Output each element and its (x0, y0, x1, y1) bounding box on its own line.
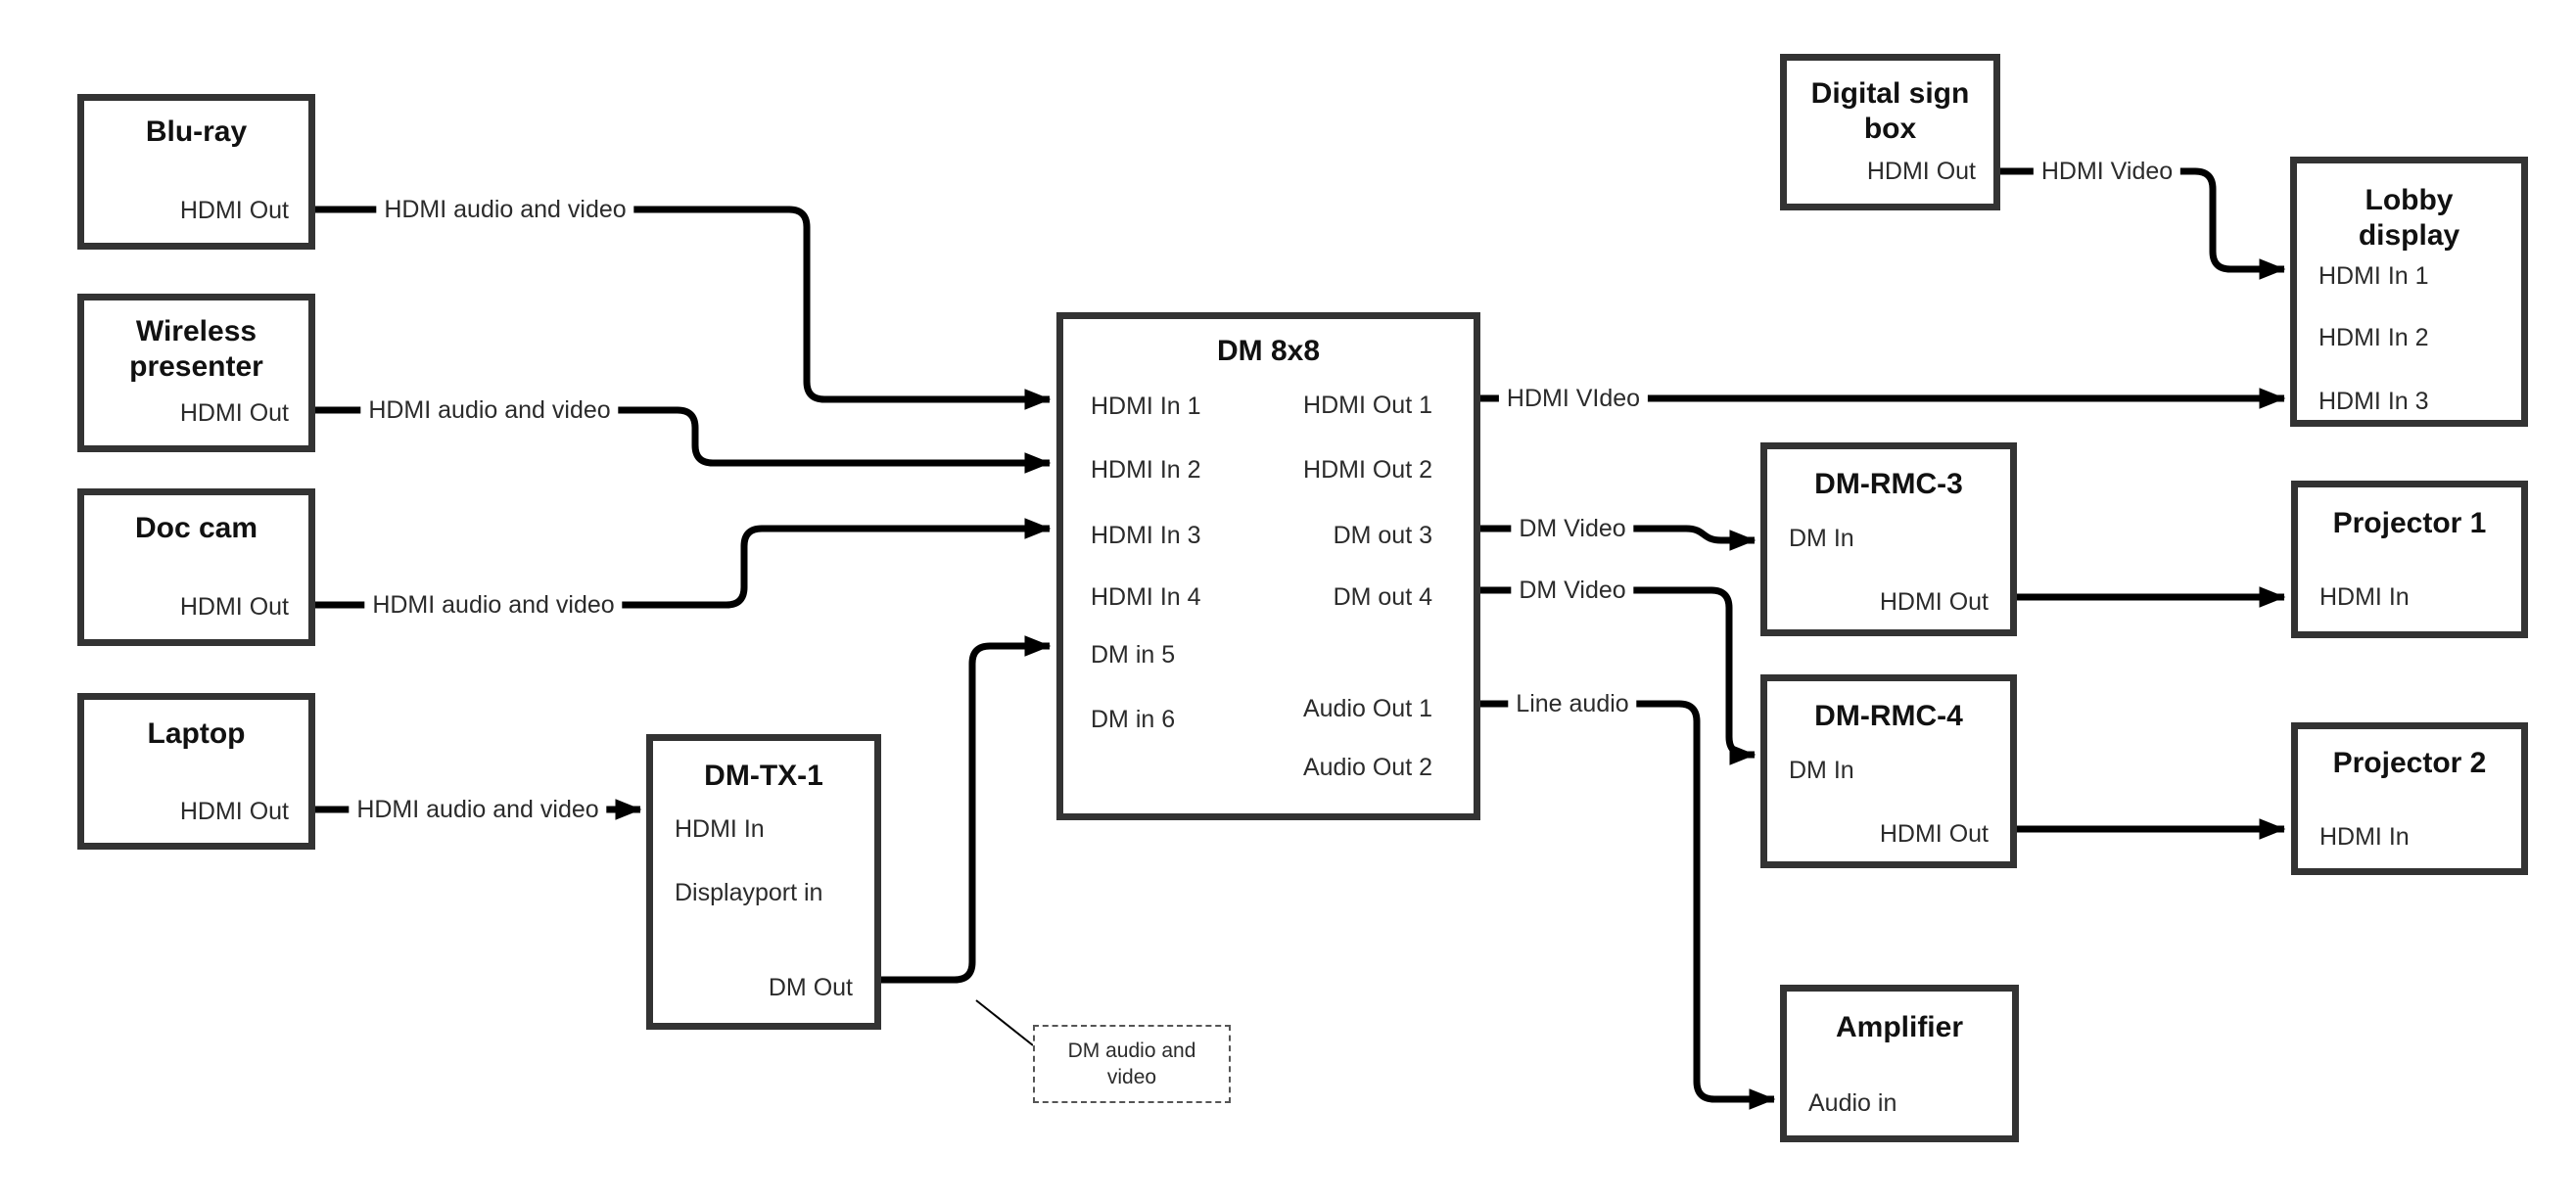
port-lobby-hdmi-in-1: HDMI In 1 (2318, 262, 2429, 290)
node-amplifier: Amplifier Audio in (1780, 985, 2019, 1142)
port-amplifier-audio-in: Audio in (1808, 1089, 1897, 1117)
port-dmtx1-displayport-in: Displayport in (675, 879, 823, 906)
edge-dmtx1-to-dm8x8-in5 (881, 635, 1052, 984)
port-dm8x8-hdmi-in-3: HDMI In 3 (1091, 522, 1201, 549)
port-bluray-hdmi-out: HDMI Out (179, 197, 289, 224)
node-title: Projector 2 (2332, 747, 2487, 779)
port-rmc3-hdmi-out: HDMI Out (1879, 588, 1989, 616)
node-dm-tx-1: DM-TX-1 HDMI In Displayport in DM Out (646, 734, 881, 1030)
node-title: DM-TX-1 (704, 760, 823, 792)
port-projector2-hdmi-in: HDMI In (2319, 823, 2410, 851)
node-title: DM-RMC-4 (1814, 700, 1963, 732)
node-laptop: Laptop HDMI Out (77, 693, 315, 850)
node-projector-1: Projector 1 HDMI In (2291, 481, 2528, 638)
port-dm8x8-dm-out-3: DM out 3 (1333, 522, 1432, 549)
edge-doccam-to-dm8x8-in3 (315, 518, 1052, 609)
port-doccam-hdmi-out: HDMI Out (179, 593, 289, 621)
node-projector-2: Projector 2 HDMI In (2291, 722, 2528, 875)
port-dm8x8-dm-in-6: DM in 6 (1091, 706, 1176, 733)
port-dm8x8-hdmi-in-1: HDMI In 1 (1091, 393, 1201, 420)
note-pointer-line (975, 999, 1034, 1046)
node-wireless-presenter: Wireless presenter HDMI Out (77, 294, 315, 452)
node-bluray: Blu-ray HDMI Out (77, 94, 315, 250)
port-rmc3-dm-in: DM In (1789, 525, 1854, 552)
node-lobby-display: Lobby display HDMI In 1 HDMI In 2 HDMI I… (2290, 157, 2528, 427)
edge-label-hdmi-video-out1: HDMI VIdeo (1498, 384, 1649, 413)
node-title: Projector 1 (2332, 507, 2487, 539)
node-title: DM-RMC-3 (1814, 468, 1963, 500)
edge-dm8x8-audio1-to-amplifier (1480, 700, 1776, 1110)
port-lobby-hdmi-in-2: HDMI In 2 (2318, 324, 2429, 351)
edge-wireless-to-dm8x8-in2 (315, 406, 1052, 474)
node-title: Amplifier (1835, 1011, 1964, 1043)
node-dm-8x8: DM 8x8 HDMI In 1 HDMI In 2 HDMI In 3 HDM… (1056, 312, 1480, 820)
edge-dm8x8-out3-to-rmc3 (1480, 525, 1756, 551)
port-dmtx1-dm-out: DM Out (768, 974, 853, 1001)
edge-label-hdmi-video-sign: HDMI Video (2033, 157, 2181, 186)
node-title: Lobby display (2358, 184, 2460, 252)
port-sign-hdmi-out: HDMI Out (1866, 158, 1976, 185)
port-wireless-hdmi-out: HDMI Out (179, 399, 289, 427)
node-title: Wireless presenter (129, 315, 263, 383)
port-dm8x8-hdmi-in-4: HDMI In 4 (1091, 583, 1201, 611)
edge-label-line-audio: Line audio (1508, 689, 1637, 718)
node-title: Blu-ray (145, 115, 248, 148)
port-dm8x8-dm-in-5: DM in 5 (1091, 641, 1176, 669)
edge-sign-to-lobby-in1 (2000, 167, 2286, 280)
port-projector1-hdmi-in: HDMI In (2319, 583, 2410, 611)
port-laptop-hdmi-out: HDMI Out (179, 798, 289, 825)
node-dm-rmc-3: DM-RMC-3 DM In HDMI Out (1760, 442, 2017, 636)
port-rmc4-dm-in: DM In (1789, 757, 1854, 784)
edge-dm8x8-out4-to-rmc4 (1480, 586, 1756, 765)
edge-label-wireless: HDMI audio and video (360, 395, 619, 425)
edge-label-dm-video-out4: DM Video (1511, 576, 1634, 605)
node-title: Digital sign box (1810, 77, 1970, 145)
node-title: Doc cam (134, 512, 258, 544)
port-dm8x8-hdmi-in-2: HDMI In 2 (1091, 456, 1201, 484)
edge-label-bluray: HDMI audio and video (376, 195, 634, 224)
edge-bluray-to-dm8x8-in1 (315, 206, 1052, 410)
edge-label-dm-video-out3: DM Video (1511, 514, 1634, 543)
node-digital-sign-box: Digital sign box HDMI Out (1780, 54, 2000, 210)
node-dm-rmc-4: DM-RMC-4 DM In HDMI Out (1760, 674, 2017, 868)
port-dmtx1-hdmi-in: HDMI In (675, 815, 765, 843)
node-title: DM 8x8 (1216, 335, 1321, 367)
port-dm8x8-dm-out-4: DM out 4 (1333, 583, 1432, 611)
port-lobby-hdmi-in-3: HDMI In 3 (2318, 388, 2429, 415)
port-dm8x8-audio-out-1: Audio Out 1 (1302, 695, 1432, 722)
node-doc-cam: Doc cam HDMI Out (77, 488, 315, 646)
port-dm8x8-audio-out-2: Audio Out 2 (1302, 754, 1432, 781)
node-title: Laptop (147, 717, 246, 750)
port-dm8x8-hdmi-out-1: HDMI Out 1 (1303, 392, 1432, 419)
port-rmc4-hdmi-out: HDMI Out (1879, 820, 1989, 848)
edge-label-laptop: HDMI audio and video (349, 795, 607, 824)
port-dm8x8-hdmi-out-2: HDMI Out 2 (1303, 456, 1432, 484)
edge-label-doccam: HDMI audio and video (364, 590, 623, 620)
note-dm-audio-and-video: DM audio and video (1033, 1025, 1231, 1103)
